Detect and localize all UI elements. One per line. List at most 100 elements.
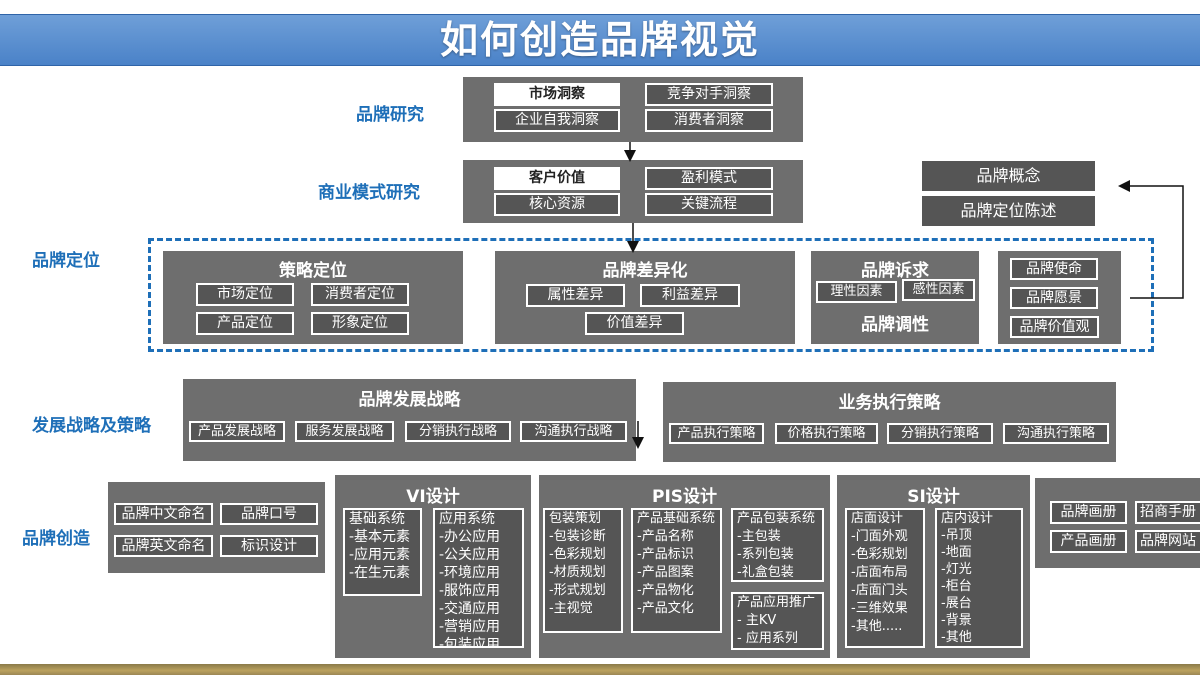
list-item: -形式规划: [549, 583, 606, 598]
biz-strategy-item: 价格执行策略: [775, 423, 878, 444]
rational-box: 理性因素: [816, 281, 897, 303]
list-item: -产品文化: [637, 601, 694, 616]
list-item: -系列包装: [737, 547, 794, 562]
logo-design-box: 标识设计: [220, 535, 318, 557]
invest-box: 招商手册: [1135, 501, 1200, 524]
list-item: 产品包装系统: [737, 511, 816, 526]
competitor-insight-box: 竞争对手洞察: [645, 83, 773, 106]
list-item: -展台: [941, 596, 972, 611]
list-item: 包装策划: [549, 511, 602, 526]
list-item: -产品图案: [637, 565, 694, 580]
customer-value-box: 客户价值: [494, 167, 620, 190]
page-title: 如何创造品牌视觉: [439, 18, 760, 62]
title-bar: [0, 14, 1200, 66]
si-interior-list: 店内设计 -吊顶 -地面 -灯光 -柜台 -展台 -背景 -其他: [935, 508, 1023, 648]
pis-title: PIS设计: [651, 487, 718, 507]
strategy-positioning-title: 策略定位: [279, 261, 347, 281]
list-item: 店内设计: [941, 511, 994, 526]
market-insight-box: 市场洞察: [494, 83, 620, 106]
dev-strategy-item: 沟通执行战略: [520, 421, 627, 442]
biz-strategy-item: 产品执行策略: [669, 423, 764, 444]
website-box: 品牌网站: [1135, 530, 1200, 553]
emotional-box: 感性因素: [902, 279, 975, 301]
dev-strategy-item: 产品发展战略: [189, 421, 285, 442]
list-item: -其他: [941, 630, 972, 645]
list-item: - 主KV: [737, 613, 777, 628]
label-brand-positioning: 品牌定位: [32, 251, 100, 271]
brand-diff-title: 品牌差异化: [602, 261, 688, 281]
list-item: -包装诊断: [549, 529, 606, 544]
list-item: -吊顶: [941, 528, 972, 543]
si-title: SI设计: [907, 487, 960, 507]
label-brand-creation: 品牌创造: [22, 529, 90, 549]
list-item: -在生元素: [349, 565, 411, 581]
list-item: -地面: [941, 545, 972, 560]
biz-strategy-item: 沟通执行策略: [1003, 423, 1109, 444]
list-item: 店面设计: [851, 511, 904, 526]
dev-strategy-item: 服务发展战略: [295, 421, 394, 442]
list-item: 产品应用推广: [737, 595, 816, 610]
album-box: 品牌画册: [1050, 501, 1127, 524]
product-album-box: 产品画册: [1050, 530, 1127, 553]
en-name-box: 品牌英文命名: [114, 535, 213, 557]
pis-product-pack: 产品包装系统 -主包装 -系列包装 -礼盒包装: [731, 508, 824, 582]
naming-panel: [108, 482, 325, 573]
list-item: -灯光: [941, 562, 972, 577]
list-item: 基础系统: [349, 511, 405, 527]
list-item: -三维效果: [851, 601, 908, 616]
label-business-model: 商业模式研究: [318, 183, 420, 203]
biz-strategy-item: 分销执行策略: [887, 423, 993, 444]
list-item: 应用系统: [439, 511, 495, 527]
list-item: -环境应用: [439, 565, 501, 581]
list-item: -背景: [941, 613, 972, 628]
footer-strip: [0, 664, 1200, 675]
dev-strategy-title: 品牌发展战略: [358, 390, 461, 410]
list-item: -公关应用: [439, 547, 501, 563]
list-item: -色彩规划: [549, 547, 606, 562]
pis-product-promo: 产品应用推广 - 主KV - 应用系列: [731, 592, 824, 650]
list-item: -主视觉: [549, 601, 593, 616]
profit-model-box: 盈利模式: [645, 167, 773, 190]
list-item: -店面门头: [851, 583, 908, 598]
value-diff-box: 价值差异: [585, 312, 684, 335]
dev-strategy-item: 分销执行战略: [405, 421, 511, 442]
market-pos-box: 市场定位: [196, 283, 294, 306]
positioning-region: [148, 238, 1154, 352]
label-brand-research: 品牌研究: [356, 105, 424, 125]
list-item: 产品基础系统: [637, 511, 716, 526]
list-item: -基本元素: [349, 529, 411, 545]
key-process-box: 关键流程: [645, 193, 773, 216]
list-item: -产品物化: [637, 583, 694, 598]
list-item: -办公应用: [439, 529, 501, 545]
consumer-pos-box: 消费者定位: [311, 283, 409, 306]
list-item: -门面外观: [851, 529, 908, 544]
list-item: -服饰应用: [439, 583, 501, 599]
vi-title: VI设计: [406, 487, 460, 507]
list-item: -应用元素: [349, 547, 411, 563]
list-item: -主包装: [737, 529, 781, 544]
vi-apply-list: 应用系统 -办公应用 -公关应用 -环境应用 -服饰应用 -交通应用 -营销应用…: [433, 508, 524, 648]
list-item: -材质规划: [549, 565, 606, 580]
label-strategy: 发展战略及策略: [32, 416, 151, 436]
product-pos-box: 产品定位: [196, 312, 294, 335]
brand-concept-box: 品牌概念: [922, 161, 1095, 191]
list-item: -色彩规划: [851, 547, 908, 562]
image-pos-box: 形象定位: [311, 312, 409, 335]
list-item: - 应用系列: [737, 631, 798, 646]
list-item: -交通应用: [439, 601, 501, 617]
consumer-insight-box: 消费者洞察: [645, 109, 773, 132]
vi-basic-list: 基础系统 -基本元素 -应用元素 -在生元素: [343, 508, 422, 596]
values-box: 品牌价值观: [1010, 316, 1099, 338]
list-item: -包装应用: [439, 637, 501, 648]
dev-strategy-panel: [183, 379, 636, 461]
vision-box: 品牌愿景: [1010, 287, 1098, 309]
brand-appeal-title: 品牌诉求: [861, 261, 929, 281]
cn-name-box: 品牌中文命名: [114, 503, 213, 525]
attr-diff-box: 属性差异: [526, 284, 625, 307]
positioning-statement-box: 品牌定位陈述: [922, 196, 1095, 226]
brand-tone-title: 品牌调性: [861, 315, 929, 335]
si-store-list: 店面设计 -门面外观 -色彩规划 -店面布局 -店面门头 -三维效果 -其他..…: [845, 508, 925, 648]
biz-strategy-title: 业务执行策略: [838, 393, 941, 413]
pis-packaging-strategy: 包装策划 -包装诊断 -色彩规划 -材质规划 -形式规划 -主视觉: [543, 508, 623, 633]
